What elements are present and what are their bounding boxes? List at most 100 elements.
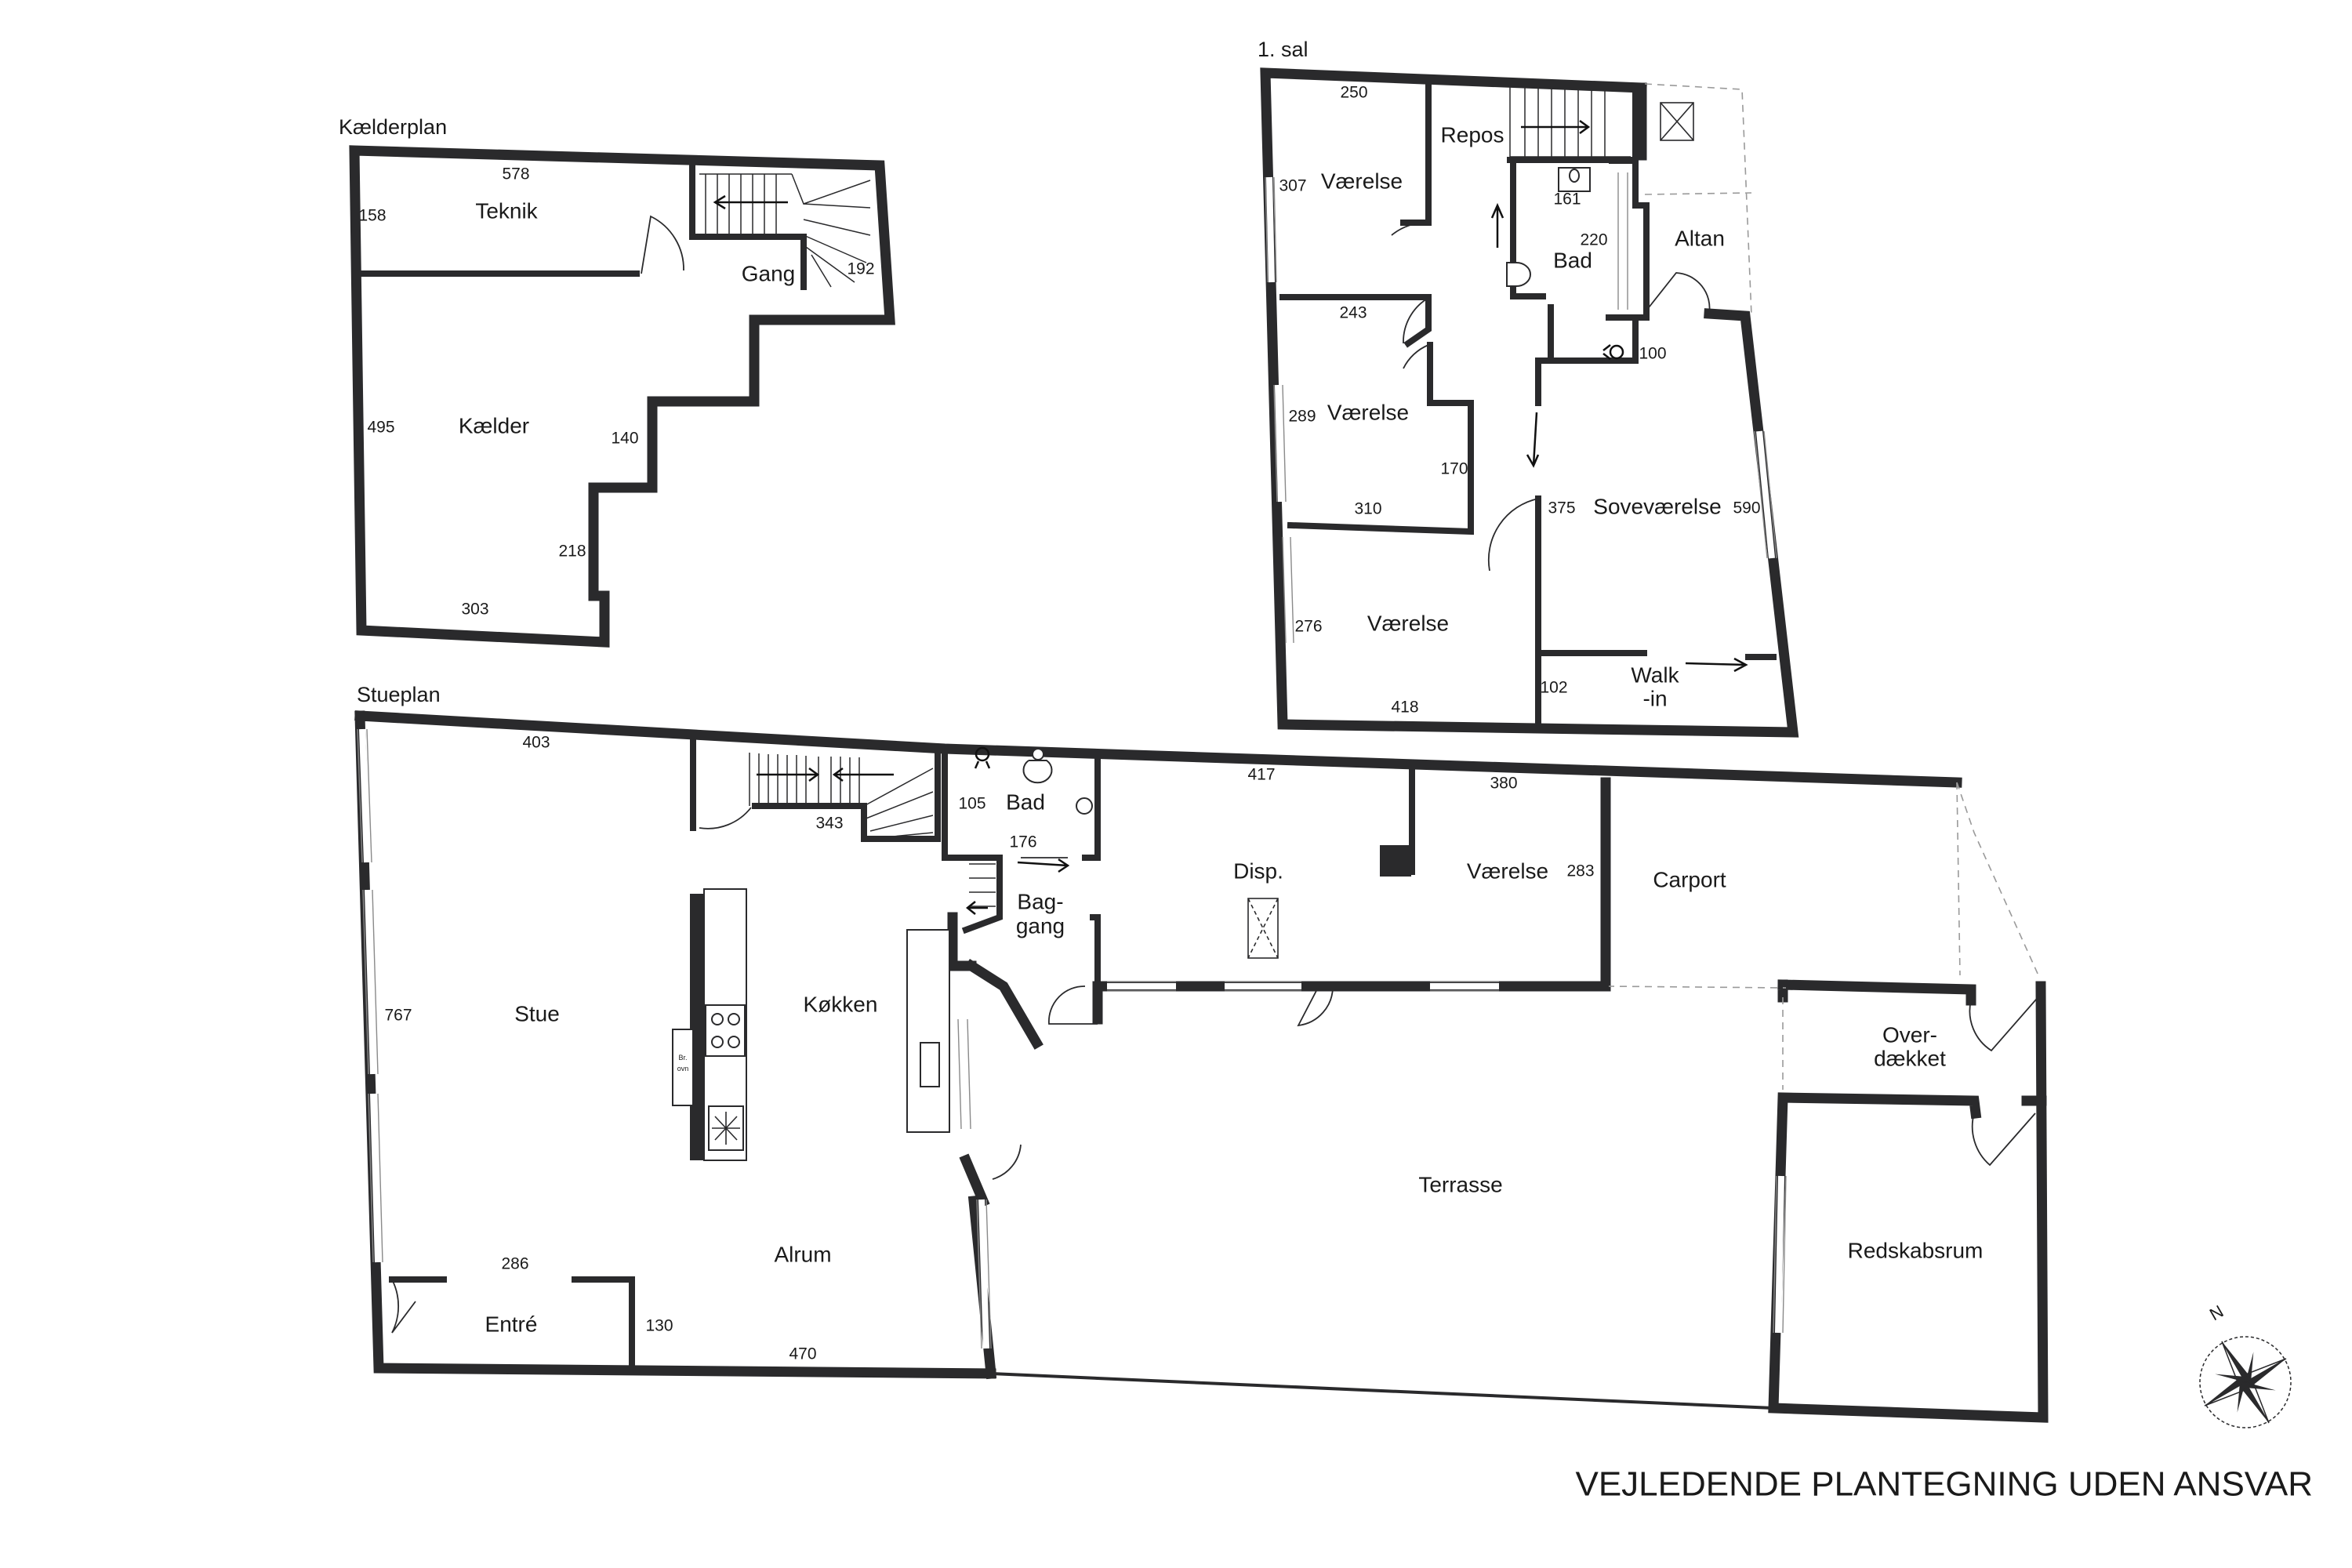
room-label-overdaekket-2: dækket	[1874, 1046, 1946, 1070]
ground-plan-title: Stueplan	[357, 683, 441, 706]
dimension-243: 243	[1339, 304, 1367, 322]
dimension-140: 140	[611, 430, 638, 448]
disclaimer-text: VEJLEDENDE PLANTEGNING UDEN ANSVAR	[1575, 1465, 2313, 1504]
disp-skylight	[1247, 898, 1279, 959]
kitchen-island-wall	[690, 894, 704, 1160]
upper-floor-plan: 1. sal Værelse	[1258, 38, 1799, 738]
dimension-495: 495	[367, 419, 394, 437]
altan-outline	[1644, 83, 1752, 316]
terrace-bottom-edge	[990, 1372, 1774, 1410]
fridge-icon	[708, 1105, 744, 1151]
ground-windows	[357, 728, 1787, 1349]
room-label-sovevaerelse: Soveværelse	[1593, 494, 1721, 518]
room-label-walkin-1: Walk	[1631, 662, 1679, 687]
dimension-417: 417	[1247, 766, 1275, 784]
room-label-stue: Stue	[514, 1001, 560, 1025]
dimension-130: 130	[645, 1317, 673, 1335]
upper-radiator-icon	[1602, 344, 1624, 360]
dimension-310: 310	[1354, 500, 1381, 518]
upper-stair-wall	[1507, 91, 1639, 163]
dimension-375: 375	[1548, 499, 1575, 517]
room-label-altan: Altan	[1675, 226, 1725, 250]
room-label-koekken: Køkken	[804, 992, 878, 1016]
stove-icon	[705, 1004, 746, 1057]
room-label-redskabsrum: Redskabsrum	[1848, 1238, 1984, 1262]
basement-plan: Kælderplan Teknik Gang Kælder 578 158 19…	[339, 115, 895, 648]
room-label-teknik: Teknik	[475, 198, 538, 223]
room-label-carport: Carport	[1653, 867, 1726, 891]
dimension-403: 403	[522, 734, 550, 752]
dimension-102: 102	[1540, 679, 1567, 697]
room-label-ground-bad: Bad	[1006, 789, 1045, 814]
basement-plan-title: Kælderplan	[339, 115, 447, 139]
compass-north-label: N	[2206, 1301, 2227, 1325]
oven-label-line2: ovn	[677, 1065, 689, 1073]
ground-kitchen-wall	[947, 912, 1044, 1380]
dimension-767: 767	[384, 1007, 412, 1025]
dimension-286: 286	[501, 1255, 528, 1273]
room-label-baggang-1: Bag-	[1017, 889, 1063, 913]
room-label-baggang-2: gang	[1016, 913, 1065, 938]
ground-sink	[1076, 797, 1093, 815]
oven-label-line1: Br.	[678, 1054, 687, 1062]
room-label-terrasse: Terrasse	[1418, 1172, 1502, 1196]
upper-windows	[1265, 172, 1777, 644]
dimension-100: 100	[1639, 345, 1666, 363]
kitchen-sink	[920, 1042, 940, 1087]
basement-stairs	[699, 173, 871, 288]
room-label-disp: Disp.	[1233, 858, 1283, 883]
ground-radiator-icon	[974, 746, 991, 769]
dimension-170: 170	[1440, 460, 1468, 478]
dimension-161: 161	[1553, 191, 1581, 209]
basement-door-swing	[641, 215, 684, 274]
upper-toilet	[1506, 262, 1531, 287]
dimension-176: 176	[1009, 833, 1036, 851]
dimension-289: 289	[1288, 408, 1316, 426]
room-label-vaerelse-2: Værelse	[1327, 400, 1409, 424]
ground-toilet	[1022, 760, 1053, 784]
dimension-307: 307	[1279, 177, 1306, 195]
dimension-418: 418	[1391, 699, 1418, 717]
compass-rose-icon: N	[2199, 1301, 2292, 1428]
upper-door-arrows	[1490, 202, 1748, 673]
dimension-158: 158	[358, 207, 386, 225]
room-label-ground-vaerelse: Værelse	[1467, 858, 1548, 883]
dimension-192: 192	[847, 260, 874, 278]
room-label-vaerelse-3: Værelse	[1367, 611, 1449, 635]
upper-door-swings	[1391, 222, 1711, 572]
chimney	[1380, 845, 1411, 877]
dimension-343: 343	[815, 815, 843, 833]
upper-plan-title: 1. sal	[1258, 38, 1308, 61]
room-label-vaerelse-1: Værelse	[1321, 169, 1403, 193]
kitchen-counter-2	[906, 929, 950, 1133]
room-label-overdaekket-1: Over-	[1882, 1022, 1937, 1047]
ground-interior-walls	[389, 731, 1609, 1371]
upper-stairs	[1509, 86, 1631, 158]
ground-stairs	[749, 753, 996, 915]
dimension-218: 218	[558, 543, 586, 561]
room-label-gang: Gang	[742, 261, 796, 285]
dimension-470: 470	[789, 1345, 816, 1363]
oven	[672, 1029, 694, 1106]
dimension-283: 283	[1566, 862, 1594, 880]
room-label-repos: Repos	[1441, 122, 1504, 147]
room-label-entre: Entré	[485, 1312, 538, 1336]
dimension-303: 303	[461, 601, 488, 619]
ground-door-swings	[391, 807, 2042, 1334]
dimension-276: 276	[1294, 618, 1322, 636]
carport-overhang-outline	[1606, 782, 2039, 1090]
ground-floor-plan: Stueplan Br. ovn	[354, 683, 2049, 1423]
dimension-578: 578	[502, 165, 529, 183]
dimension-380: 380	[1490, 775, 1517, 793]
room-label-alrum: Alrum	[774, 1242, 831, 1266]
altan-skylight	[1660, 102, 1694, 141]
dimension-250: 250	[1340, 84, 1367, 102]
room-label-kaelder: Kælder	[459, 413, 529, 437]
basement-outer-wall	[349, 145, 895, 648]
dimension-220: 220	[1580, 231, 1607, 249]
room-label-walkin-2: -in	[1642, 686, 1667, 710]
room-label-upper-bad: Bad	[1553, 248, 1592, 272]
dimension-590: 590	[1733, 499, 1760, 517]
dimension-105: 105	[958, 795, 985, 813]
